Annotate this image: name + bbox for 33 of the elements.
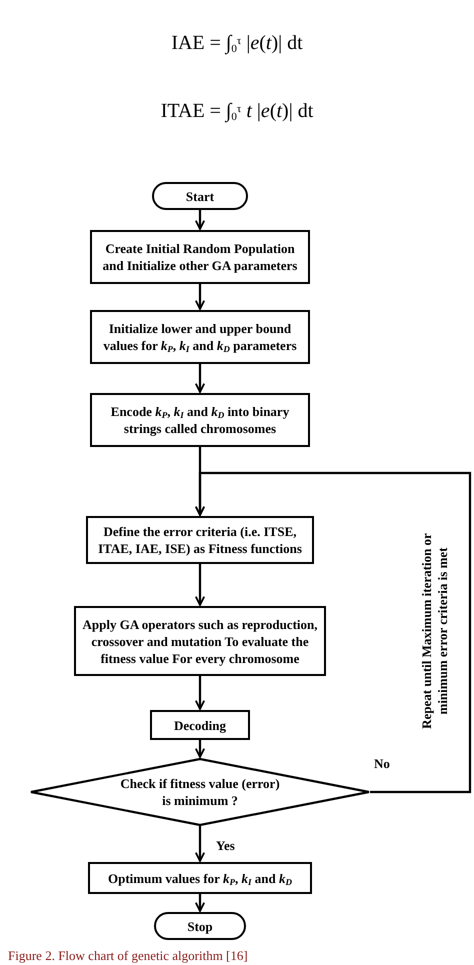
node-text: Encode k$_{P}$, k$_{I}$ and k$_{D}$ into binary strings called chromosomes: [110, 403, 290, 437]
node-text: Initialize lower and upper bound values for k$_{P}$, k$_{I}$ and k$_{D}$ parameters: [102, 320, 298, 354]
terminal-pill: [154, 912, 246, 940]
decision-diamond: [30, 758, 370, 826]
node-text: Apply GA operators such as reproduction, crossover and mutation To evaluate the fitness value For every chromosome: [82, 616, 318, 666]
equation: ITAE = ∫$_{0}$$^{τ}$ t |e(t)| dt: [160, 100, 314, 122]
node-text: Create Initial Random Population and Initialize other GA parameters: [102, 240, 298, 274]
node-text: Stop: [187, 918, 213, 934]
terminal-pill: [152, 182, 248, 210]
node-text: Check if fitness value (error) is minimum ?: [119, 775, 281, 809]
node-text: Optimum values for k$_{P}$, k$_{I}$ and k$_{D}$: [108, 870, 292, 886]
process-box: [150, 710, 250, 740]
caption: Figure 2. Flow chart of genetic algorithm [16]: [8, 948, 248, 963]
arrow: [194, 364, 206, 393]
equation: IAE = ∫$_{0}$$^{τ}$ |e(t)| dt: [171, 32, 303, 54]
node-text: Start: [186, 188, 214, 204]
arrow: [194, 472, 472, 794]
process-box: [74, 606, 326, 676]
arrow: [194, 284, 206, 310]
node-text: Decoding: [174, 716, 226, 734]
loop-note: Repeat until Maximum iteration or minimum error criteria is met: [419, 532, 451, 731]
arrow: [194, 564, 206, 606]
process-box: [90, 230, 310, 284]
arrow: [194, 740, 206, 758]
process-box: [90, 310, 310, 364]
process-box: [90, 393, 310, 447]
arrow: [194, 210, 206, 230]
process-box: [86, 516, 314, 564]
node-text: Define the error criteria (i.e. ITSE, ITAE, IAE, ISE) as Fitness functions: [97, 523, 303, 557]
process-box: [88, 862, 312, 894]
arrow: [194, 826, 206, 862]
arrow: [194, 894, 206, 912]
arrow: [194, 676, 206, 710]
